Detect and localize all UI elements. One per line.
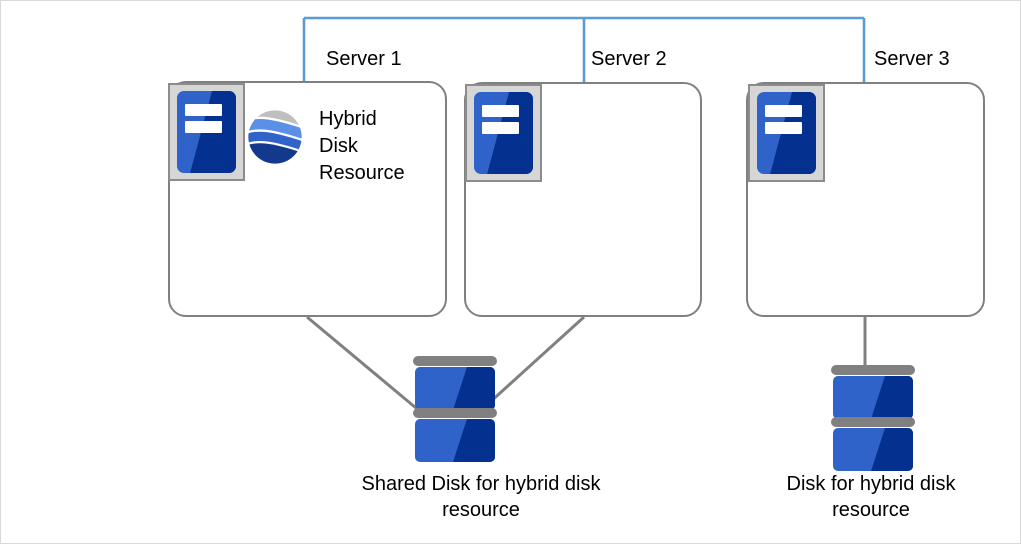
server-icon-body (757, 92, 816, 174)
disk-slab (833, 428, 913, 471)
disk-plate (831, 365, 915, 375)
server-icon-bar (481, 105, 520, 118)
server-icon-bar (184, 104, 223, 117)
server-icon-bar (184, 120, 223, 133)
server-icon-bar (764, 121, 803, 134)
disk-plate (831, 417, 915, 427)
disk-plate (413, 356, 497, 366)
server-icon (168, 83, 245, 181)
disk-slab (415, 367, 495, 410)
disk-slab-shade (415, 367, 495, 410)
server-icon-body (177, 91, 236, 173)
disk-slab-shade (415, 419, 495, 462)
network-bus-line (302, 16, 866, 82)
shared-disk-label: Shared Disk for hybrid disk resource (361, 473, 601, 521)
disk-slab-shade (833, 376, 913, 419)
hybrid-disk-resource-globe-icon (248, 110, 302, 164)
server-icon-bar (481, 121, 520, 134)
hybrid-disk-resource-label: Hybrid Disk Resource (319, 108, 405, 184)
server-3-label: Server 3 (874, 48, 950, 70)
disk-slab (833, 376, 913, 419)
disk-slab (415, 419, 495, 462)
disk-slab-shade (833, 428, 913, 471)
server-icon (465, 84, 542, 182)
server-icon-body (474, 92, 533, 174)
hybrid-disk-stack-icon (831, 365, 915, 473)
server-2-label: Server 2 (591, 48, 667, 70)
server-icon-bar (764, 105, 803, 118)
server-icon (748, 84, 825, 182)
shared-disk-stack-icon (413, 356, 497, 464)
server-1-label: Server 1 (326, 48, 402, 70)
server-box-server-1[interactable] (168, 81, 447, 317)
disk-plate (413, 408, 497, 418)
hybrid-disk-label: Disk for hybrid disk resource (786, 473, 956, 521)
shared-disk-connectors (306, 315, 586, 415)
